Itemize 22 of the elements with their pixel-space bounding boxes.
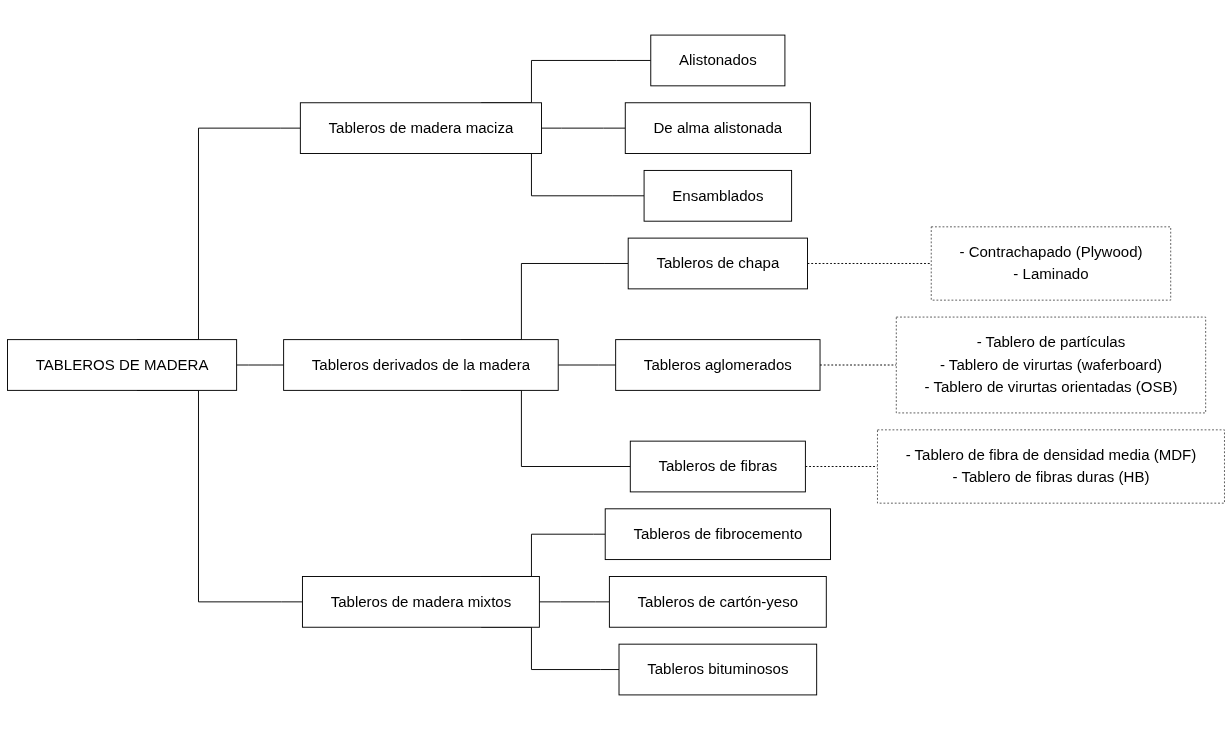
node-box: Tableros de madera maciza bbox=[299, 102, 542, 154]
node-box: - Tablero de partículas - Tablero de virurtas (waferboard) - Tablero de virurtas orientadas (OSB) bbox=[895, 316, 1207, 414]
node-box: Tableros de chapa bbox=[627, 237, 808, 290]
connector bbox=[804, 466, 878, 467]
node-box: Tableros bituminosos bbox=[618, 643, 818, 696]
node-box: Tableros aglomerados bbox=[615, 339, 821, 391]
node-box: Tableros derivados de la madera bbox=[283, 339, 559, 391]
node-box: Tableros de cartón-yeso bbox=[608, 576, 827, 628]
node-box: - Tablero de fibra de densidad media (MDF) - Tablero de fibras duras (HB) bbox=[877, 429, 1225, 504]
node-box: De alma alistonada bbox=[624, 102, 811, 154]
node-box: Tableros de fibras bbox=[629, 440, 806, 493]
node-box: Tableros de madera mixtos bbox=[301, 576, 540, 628]
connector bbox=[557, 364, 617, 366]
connector bbox=[538, 601, 610, 603]
node-box: TABLEROS DE MADERA bbox=[7, 339, 238, 391]
node-box: Alistonados bbox=[650, 34, 786, 87]
node-box: Tableros de fibrocemento bbox=[604, 508, 831, 561]
connector bbox=[236, 364, 285, 366]
connector bbox=[807, 263, 932, 264]
node-box: - Contrachapado (Plywood) - Laminado bbox=[930, 226, 1172, 301]
connector bbox=[541, 127, 626, 129]
node-box: Ensamblados bbox=[643, 169, 793, 222]
